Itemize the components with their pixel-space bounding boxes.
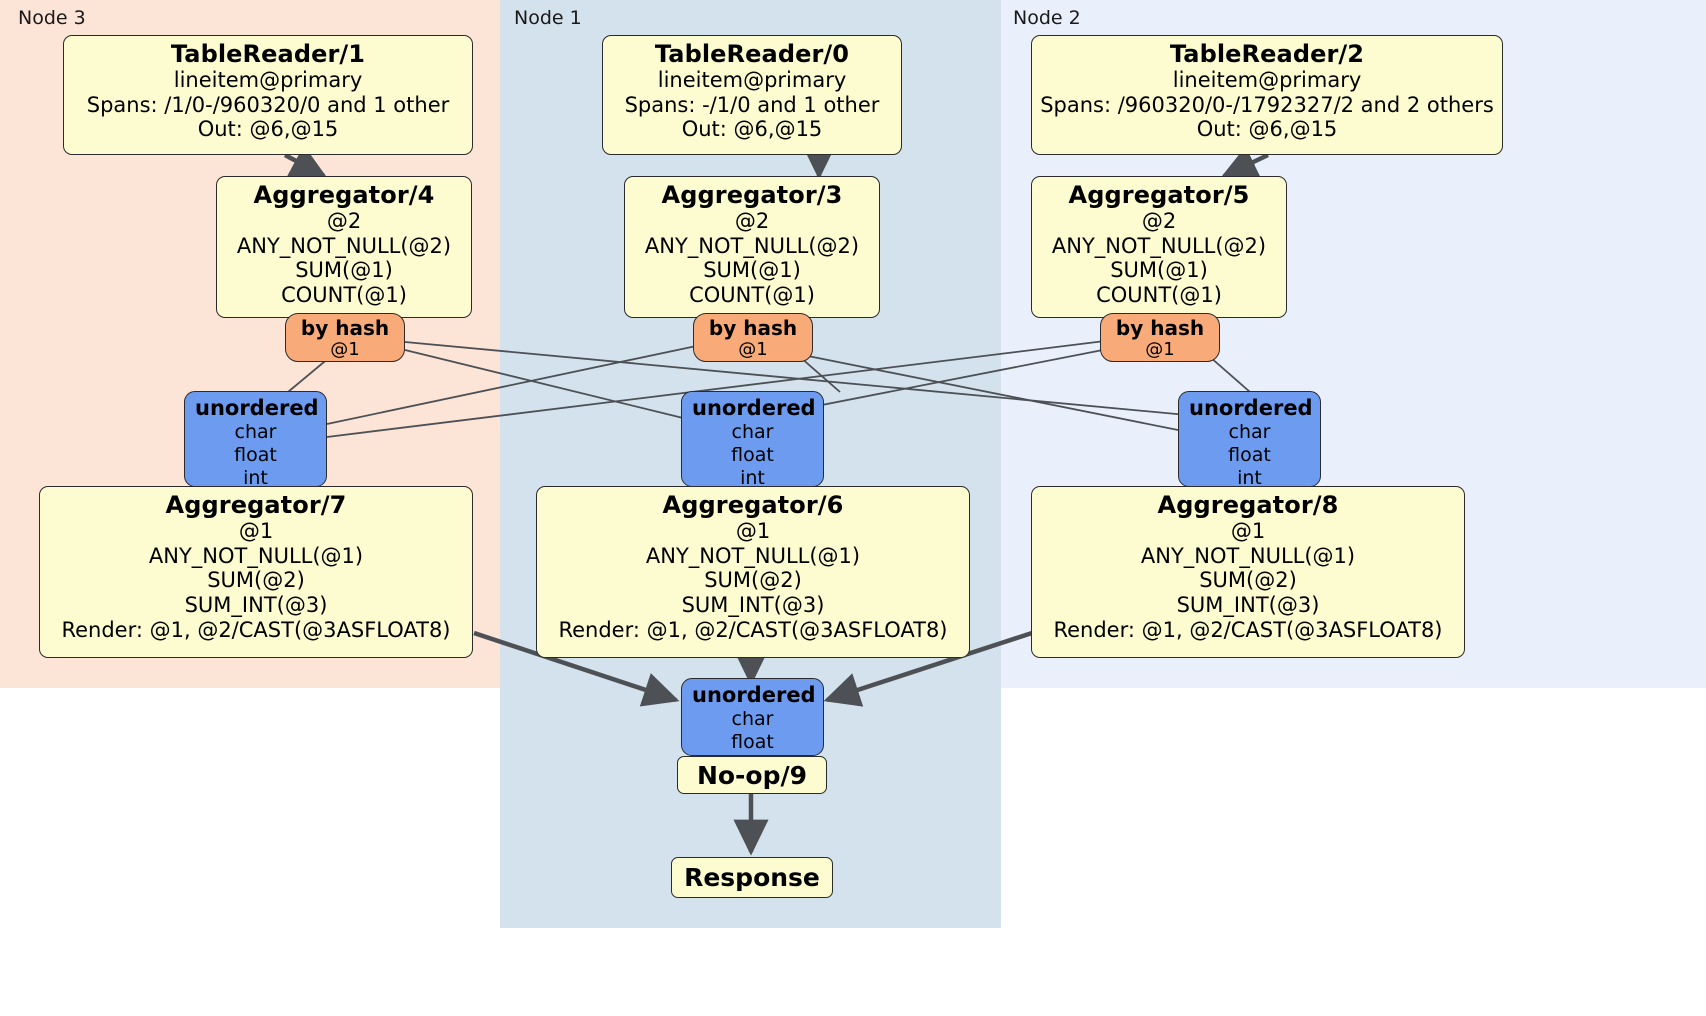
synchronizer-unordered-7[interactable]: unordered char float int [184, 391, 327, 489]
processor-agg-fn: SUM_INT(@3) [184, 593, 328, 617]
processor-agg-fn: ANY_NOT_NULL(@2) [1051, 233, 1267, 258]
synchronizer-unordered-6[interactable]: unordered char float int [681, 391, 824, 489]
router-title: by hash [708, 316, 798, 340]
processor-noop-label: No-op/9 [696, 760, 808, 790]
synchronizer-type: char [1228, 421, 1271, 444]
processor-render: Render: @1, @2/CAST(@3ASFLOAT8) [558, 617, 948, 642]
processor-aggregator-6[interactable]: Aggregator/6 @1 ANY_NOT_NULL(@1) SUM(@2)… [536, 486, 970, 658]
synchronizer-title: unordered [692, 683, 816, 707]
processor-table: lineitem@primary [657, 68, 847, 93]
synchronizer-unordered-8[interactable]: unordered char float int [1178, 391, 1321, 489]
processor-agg-fn: SUM(@2) [1199, 568, 1297, 593]
processor-groupcol: @1 [1230, 519, 1266, 544]
processor-agg-fn: SUM_INT(@3) [681, 593, 825, 617]
processor-agg-fn: ANY_NOT_NULL(@1) [148, 543, 364, 568]
node-panel-label-node1: Node 1 [514, 7, 582, 29]
synchronizer-type: int [740, 466, 765, 489]
processor-tablereader-0[interactable]: TableReader/0 lineitem@primary Spans: -/… [602, 35, 902, 155]
processor-agg-fn: ANY_NOT_NULL(@2) [644, 233, 860, 258]
synchronizer-type: int [1237, 466, 1262, 489]
processor-agg-fn: ANY_NOT_NULL(@2) [236, 233, 452, 258]
node-panel-label-node3: Node 3 [18, 7, 86, 29]
synchronizer-title: unordered [195, 396, 319, 420]
processor-title: TableReader/1 [170, 40, 366, 68]
processor-title: Aggregator/6 [662, 491, 844, 519]
processor-aggregator-4[interactable]: Aggregator/4 @2 ANY_NOT_NULL(@2) SUM(@1)… [216, 176, 472, 318]
router-title: by hash [300, 316, 390, 340]
processor-agg-fn: ANY_NOT_NULL(@1) [1140, 543, 1356, 568]
processor-tablereader-1[interactable]: TableReader/1 lineitem@primary Spans: /1… [63, 35, 473, 155]
router-by-hash-3[interactable]: by hash @1 [693, 313, 813, 362]
processor-out: Out: @6,@15 [197, 117, 339, 142]
router-by-hash-4[interactable]: by hash @1 [285, 313, 405, 362]
processor-spans: Spans: /960320/0-/1792327/2 and 2 others [1040, 92, 1494, 117]
processor-table: lineitem@primary [173, 68, 363, 93]
processor-groupcol: @2 [734, 209, 770, 234]
processor-spans: Spans: -/1/0 and 1 other [624, 92, 880, 117]
processor-spans: Spans: /1/0-/960320/0 and 1 other [86, 92, 450, 117]
processor-agg-fn: SUM(@1) [295, 258, 393, 283]
synchronizer-type: float [234, 443, 277, 466]
router-by-hash-5[interactable]: by hash @1 [1100, 313, 1220, 362]
processor-noop-9[interactable]: No-op/9 [677, 756, 827, 794]
processor-groupcol: @2 [326, 209, 362, 234]
processor-out: Out: @6,@15 [1196, 117, 1338, 142]
node-panel-label-node2: Node 2 [1013, 7, 1081, 29]
processor-title: Aggregator/4 [253, 181, 435, 209]
processor-aggregator-5[interactable]: Aggregator/5 @2 ANY_NOT_NULL(@2) SUM(@1)… [1031, 176, 1287, 318]
processor-table: lineitem@primary [1172, 68, 1362, 93]
router-column: @1 [738, 339, 768, 360]
synchronizer-title: unordered [1189, 396, 1313, 420]
router-title: by hash [1115, 316, 1205, 340]
processor-agg-fn: SUM(@2) [207, 568, 305, 593]
processor-agg-fn: SUM(@1) [703, 258, 801, 283]
processor-agg-fn: COUNT(@1) [1096, 283, 1222, 307]
processor-title: TableReader/2 [1169, 40, 1365, 68]
synchronizer-type: float [731, 730, 774, 753]
processor-render: Render: @1, @2/CAST(@3ASFLOAT8) [61, 617, 451, 642]
processor-title: TableReader/0 [654, 40, 850, 68]
processor-agg-fn: COUNT(@1) [689, 283, 815, 307]
synchronizer-type: char [731, 708, 774, 731]
processor-title: Aggregator/8 [1157, 491, 1339, 519]
processor-title: Aggregator/3 [661, 181, 843, 209]
processor-render: Render: @1, @2/CAST(@3ASFLOAT8) [1053, 617, 1443, 642]
processor-agg-fn: SUM(@1) [1110, 258, 1208, 283]
synchronizer-type: int [243, 466, 268, 489]
processor-groupcol: @2 [1141, 209, 1177, 234]
synchronizer-type: float [731, 443, 774, 466]
synchronizer-type: char [731, 421, 774, 444]
processor-title: Aggregator/5 [1068, 181, 1250, 209]
output-response-label: Response [684, 863, 820, 892]
processor-out: Out: @6,@15 [681, 117, 823, 142]
processor-aggregator-7[interactable]: Aggregator/7 @1 ANY_NOT_NULL(@1) SUM(@2)… [39, 486, 473, 658]
processor-groupcol: @1 [238, 519, 274, 544]
synchronizer-type: float [1228, 443, 1271, 466]
processor-agg-fn: SUM_INT(@3) [1176, 593, 1320, 617]
processor-tablereader-2[interactable]: TableReader/2 lineitem@primary Spans: /9… [1031, 35, 1503, 155]
synchronizer-unordered-final[interactable]: unordered char float [681, 678, 824, 756]
output-response[interactable]: Response [671, 857, 833, 898]
synchronizer-type: char [234, 421, 277, 444]
processor-aggregator-3[interactable]: Aggregator/3 @2 ANY_NOT_NULL(@2) SUM(@1)… [624, 176, 880, 318]
processor-aggregator-8[interactable]: Aggregator/8 @1 ANY_NOT_NULL(@1) SUM(@2)… [1031, 486, 1465, 658]
processor-groupcol: @1 [735, 519, 771, 544]
processor-agg-fn: ANY_NOT_NULL(@1) [645, 543, 861, 568]
processor-agg-fn: COUNT(@1) [281, 283, 407, 307]
processor-agg-fn: SUM(@2) [704, 568, 802, 593]
synchronizer-title: unordered [692, 396, 816, 420]
router-column: @1 [330, 339, 360, 360]
router-column: @1 [1145, 339, 1175, 360]
processor-title: Aggregator/7 [165, 491, 347, 519]
